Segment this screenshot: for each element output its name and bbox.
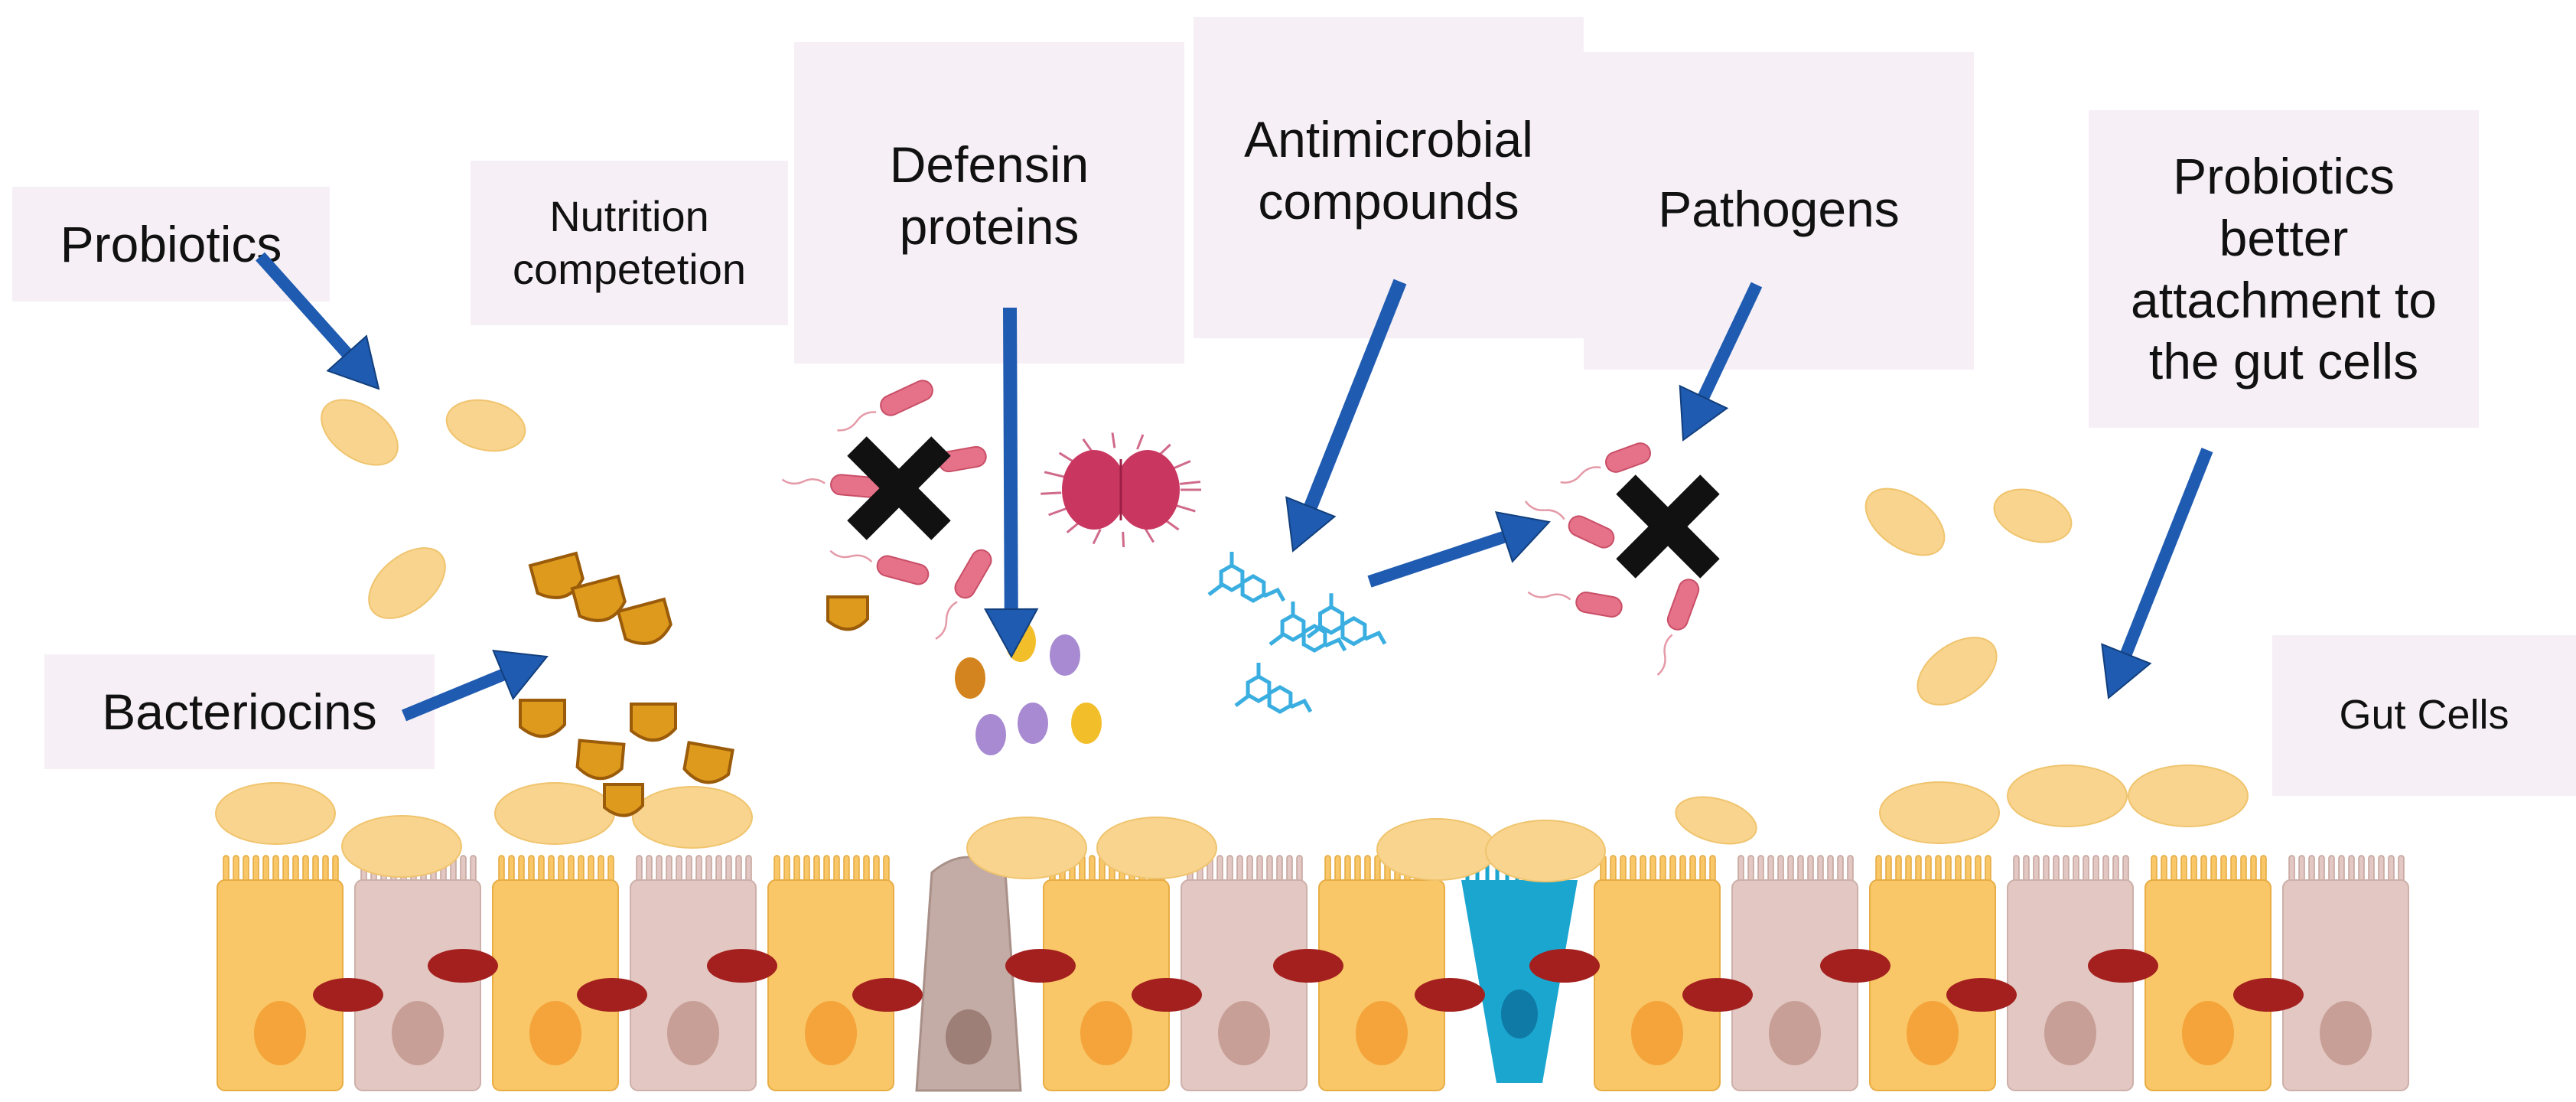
probiotic-bacterium-icon bbox=[2128, 765, 2249, 827]
probiotic-bacterium-icon bbox=[966, 817, 1087, 879]
tight-junction-icon bbox=[2088, 949, 2158, 983]
probiotic-bacterium-icon bbox=[445, 399, 526, 452]
bacteriocins bbox=[519, 551, 869, 817]
arrow-to-pathogens bbox=[1367, 510, 1551, 588]
tight-junction-icon bbox=[313, 978, 383, 1012]
diplococcus-icon bbox=[1040, 432, 1201, 548]
label-antimicrobial-compounds: Antimicrobial compounds bbox=[1194, 17, 1584, 338]
defensin-peptide-icon bbox=[975, 714, 1006, 755]
x-mark-icon bbox=[1616, 474, 1720, 579]
antimicrobial-molecule-icon bbox=[1234, 663, 1313, 714]
tight-junction-icon bbox=[1005, 949, 1076, 983]
label-probiotics-attachment: Probiotics better attachment to the gut … bbox=[2089, 110, 2479, 428]
antimicrobial-molecule-icon bbox=[1207, 552, 1286, 603]
gut-epithelial-cell-icon bbox=[217, 855, 344, 1091]
probiotic-bacterium-icon bbox=[494, 782, 615, 845]
x-mark-icon bbox=[847, 436, 951, 540]
label-nutrition-competition: Nutrition competetion bbox=[471, 161, 788, 325]
gut-epithelial-cell-icon bbox=[2007, 855, 2134, 1091]
arrow-bacteriocins bbox=[401, 649, 549, 722]
bacteriocin-icon bbox=[528, 551, 585, 599]
defensin-peptide-icon bbox=[1018, 703, 1048, 744]
arrow-antimicrobial bbox=[1285, 279, 1407, 553]
probiotic-bacterium-icon bbox=[368, 547, 446, 619]
diagram-shapes bbox=[215, 252, 2409, 1092]
label-defensin-proteins: Defensin proteins bbox=[794, 42, 1184, 364]
tight-junction-icon bbox=[1415, 978, 1485, 1012]
probiotic-bacterium-icon bbox=[1993, 488, 2073, 543]
rod-pathogen-icon bbox=[837, 380, 933, 432]
defensin-peptides bbox=[955, 621, 1102, 755]
bacteriocin-icon bbox=[570, 574, 627, 622]
probiotic-bacterium-icon bbox=[2007, 765, 2128, 827]
label-gut-cells: Gut Cells bbox=[2272, 635, 2576, 796]
probiotic-bacterium-icon bbox=[1879, 781, 2000, 844]
gut-epithelial-cell-icon bbox=[1869, 855, 1996, 1091]
bacteriocin-icon bbox=[575, 738, 626, 781]
tight-junction-icon bbox=[707, 949, 777, 983]
bacteriocin-icon bbox=[630, 703, 677, 742]
gut-epithelial-cell-icon bbox=[767, 855, 894, 1091]
probiotic-bacterium-icon bbox=[321, 399, 399, 466]
antimicrobial-compounds bbox=[1207, 552, 1387, 714]
arrow-pathogens bbox=[1679, 282, 1763, 442]
rod-pathogen-icon bbox=[1524, 500, 1615, 549]
antimicrobial-molecule-icon bbox=[1268, 602, 1347, 653]
probiotics bbox=[215, 399, 2249, 882]
probiotic-bacterium-icon bbox=[341, 815, 462, 878]
defensin-peptide-icon bbox=[1071, 703, 1102, 744]
defensin-peptide-icon bbox=[1050, 634, 1080, 676]
antimicrobial-molecule-icon bbox=[1306, 593, 1387, 647]
tight-junction-icon bbox=[1529, 949, 1600, 983]
arrows bbox=[256, 252, 2213, 722]
gut-epithelial-cell-icon bbox=[915, 856, 1022, 1092]
tight-junction-icon bbox=[1946, 978, 2017, 1012]
label-probiotics: Probiotics bbox=[12, 187, 330, 302]
tight-junction-icon bbox=[2233, 978, 2304, 1012]
bacteriocin-icon bbox=[682, 741, 734, 784]
tight-junction-icon bbox=[1132, 978, 1202, 1012]
probiotic-bacterium-icon bbox=[1864, 487, 1946, 556]
gut-epithelial-cell-icon bbox=[1731, 855, 1858, 1091]
bacteriocin-icon bbox=[616, 597, 672, 645]
gut-epithelium bbox=[217, 855, 2409, 1092]
rod-pathogen-icon bbox=[1656, 579, 1700, 677]
gut-epithelial-cell-icon bbox=[2144, 855, 2272, 1091]
bacteriocin-icon bbox=[603, 783, 644, 817]
tight-junction-icon bbox=[1820, 949, 1890, 983]
arrow-probiotics bbox=[256, 252, 380, 390]
probiotic-bacterium-icon bbox=[1096, 817, 1217, 879]
rod-pathogen-icon bbox=[1527, 591, 1623, 618]
arrow-attachment bbox=[2101, 448, 2213, 699]
label-bacteriocins: Bacteriocins bbox=[44, 654, 435, 769]
gut-epithelial-cell-icon bbox=[1594, 855, 1721, 1091]
probiotic-bacterium-icon bbox=[1376, 818, 1497, 881]
probiotic-bacterium-icon bbox=[1675, 796, 1757, 845]
bacteriocin-icon bbox=[826, 595, 869, 631]
tight-junction-icon bbox=[1682, 978, 1753, 1012]
tight-junction-icon bbox=[577, 978, 647, 1012]
gut-epithelial-cell-icon bbox=[630, 855, 757, 1091]
probiotic-bacterium-icon bbox=[1917, 637, 1998, 706]
rod-pathogen-icon bbox=[935, 549, 992, 640]
probiotic-bacterium-icon bbox=[632, 786, 753, 849]
defensin-peptide-icon bbox=[955, 657, 985, 699]
tight-junction-icon bbox=[428, 949, 498, 983]
rod-pathogen-icon bbox=[1560, 442, 1651, 484]
arrow-defensin bbox=[984, 307, 1039, 659]
gut-epithelial-cell-icon bbox=[492, 855, 619, 1091]
tight-junction-icon bbox=[852, 978, 923, 1012]
probiotic-bacterium-icon bbox=[1485, 820, 1606, 882]
rod-pathogen-icon bbox=[829, 549, 930, 585]
tight-junction-icon bbox=[1273, 949, 1343, 983]
gut-epithelial-cell-icon bbox=[2282, 855, 2409, 1091]
bacteriocin-icon bbox=[519, 699, 566, 738]
probiotic-bacterium-icon bbox=[215, 782, 336, 845]
label-pathogens: Pathogens bbox=[1584, 52, 1974, 370]
